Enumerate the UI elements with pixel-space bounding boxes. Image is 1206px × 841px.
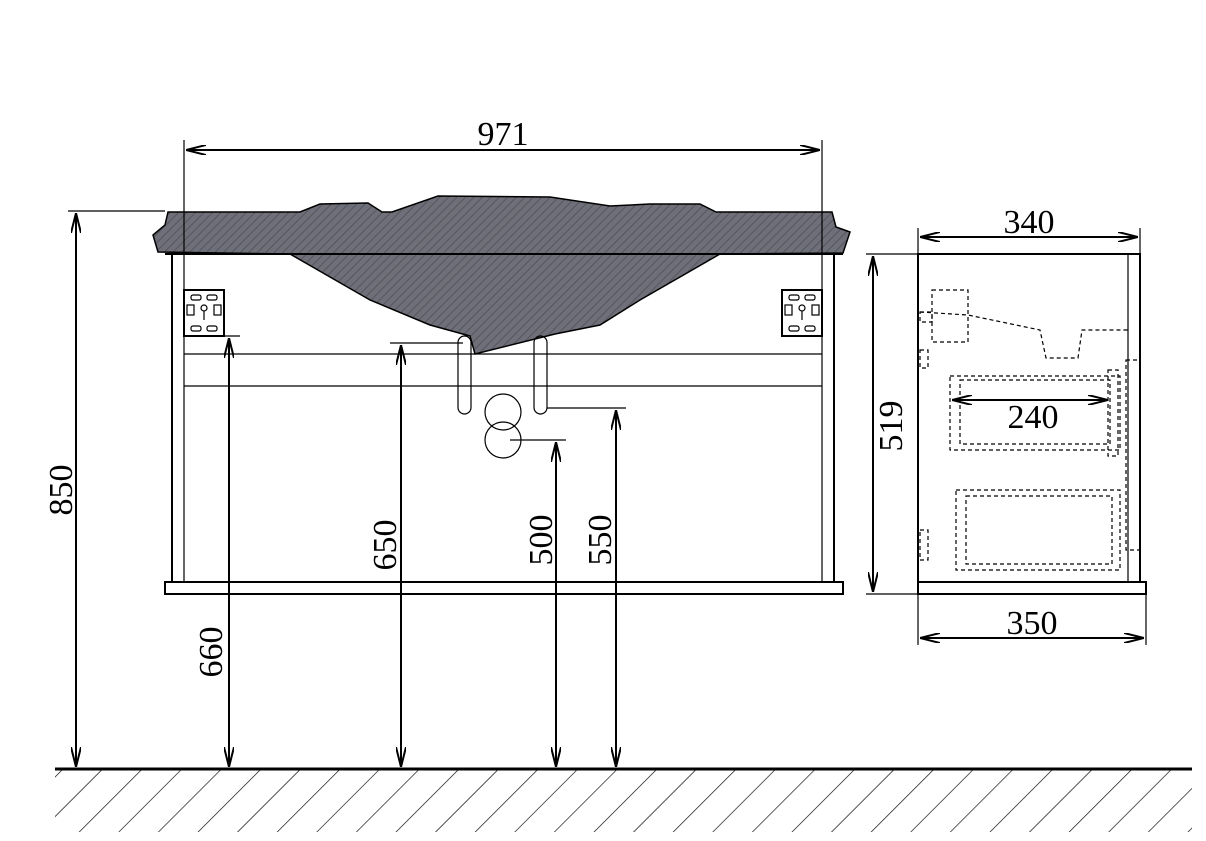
side-view [917,253,1147,595]
dim-500: 500 [523,515,560,566]
dim-550: 550 [582,515,619,566]
front-dimensions: 971 850 660 650 500 550 [43,116,823,767]
dim-660: 660 [193,627,230,678]
dim-340: 340 [1004,204,1055,241]
dim-850: 850 [43,465,80,516]
wall-bracket-left [183,289,225,337]
dim-350: 350 [1007,605,1058,642]
dim-971: 971 [478,116,529,153]
basin-top [152,195,851,355]
floor [55,767,1192,832]
front-view [152,195,851,595]
siphon [457,335,548,459]
dim-650: 650 [367,520,404,571]
side-dimensions: 340 519 240 350 [866,204,1147,645]
dim-519: 519 [873,401,910,452]
dim-240: 240 [1008,399,1059,436]
wall-bracket-right [781,289,823,337]
